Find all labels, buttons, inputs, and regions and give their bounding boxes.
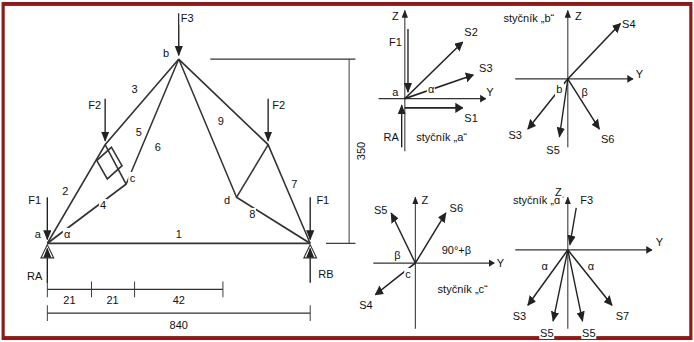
truss-label: 8 xyxy=(248,208,256,220)
truss-label: Y xyxy=(655,236,664,248)
truss-label: b xyxy=(555,83,563,95)
truss-label: 350 xyxy=(355,141,367,161)
truss-label: Y xyxy=(496,257,505,269)
truss-label: S6 xyxy=(600,133,615,145)
truss-label: 6 xyxy=(154,141,162,153)
truss-label: 2 xyxy=(61,185,69,197)
truss-label: F1 xyxy=(27,194,42,206)
truss-label: F2 xyxy=(87,99,102,111)
truss-label: α xyxy=(63,228,71,240)
truss-label: Z xyxy=(391,10,400,22)
truss-label: 9 xyxy=(217,115,225,127)
truss-label: Y xyxy=(485,86,494,98)
truss-label: S6 xyxy=(449,202,464,214)
truss-label: styčník „c“ xyxy=(437,283,489,295)
truss-label: styčník „b“ xyxy=(503,12,556,24)
truss-label: a xyxy=(391,86,399,98)
truss-label: S5 xyxy=(581,327,596,339)
truss-label: 840 xyxy=(169,319,189,331)
truss-label: 3 xyxy=(131,83,139,95)
truss-label: 4 xyxy=(99,199,107,211)
truss-label: F3 xyxy=(579,194,594,206)
truss-label: styčník „a“ xyxy=(415,131,468,143)
truss-label: β xyxy=(393,249,401,261)
truss-label: S2 xyxy=(463,26,478,38)
truss-label: Z xyxy=(420,194,429,206)
truss-label: F1 xyxy=(315,194,330,206)
truss-label: S5 xyxy=(545,144,560,156)
truss-label: Z xyxy=(554,186,563,198)
truss-label: RB xyxy=(317,268,334,280)
truss-label: 21 xyxy=(62,294,76,306)
truss-label: α xyxy=(587,260,595,272)
truss-label: S5 xyxy=(373,204,388,216)
truss-label: F1 xyxy=(388,36,403,48)
truss-label: S3 xyxy=(478,62,493,74)
truss-label: S7 xyxy=(615,310,630,322)
truss-label: S4 xyxy=(358,299,373,311)
truss-label: α xyxy=(427,83,435,95)
truss-label: c xyxy=(404,268,412,280)
truss-label: Y xyxy=(635,68,644,80)
truss-label: S4 xyxy=(621,18,636,30)
truss-label: S5 xyxy=(539,327,554,339)
truss-label: S3 xyxy=(512,310,527,322)
truss-label: 42 xyxy=(172,294,186,306)
truss-label: c xyxy=(129,172,137,184)
truss-label: d xyxy=(223,194,231,206)
truss-label: S3 xyxy=(508,129,523,141)
truss-label: 21 xyxy=(105,294,119,306)
truss-label: 90°+β xyxy=(441,244,472,256)
truss-label: RA xyxy=(26,270,43,282)
truss-label: a xyxy=(34,228,42,240)
truss-label: F2 xyxy=(271,99,286,111)
truss-label: S1 xyxy=(463,112,478,124)
truss-label: F3 xyxy=(180,12,195,24)
truss-label: b xyxy=(162,47,170,59)
truss-label: α xyxy=(540,260,548,272)
truss-label: 7 xyxy=(290,178,298,190)
truss-label: RA xyxy=(383,131,400,143)
truss-label: 5 xyxy=(135,125,143,137)
truss-label: β xyxy=(580,86,588,98)
truss-label: Z xyxy=(574,10,583,22)
truss-label: 1 xyxy=(175,228,183,240)
